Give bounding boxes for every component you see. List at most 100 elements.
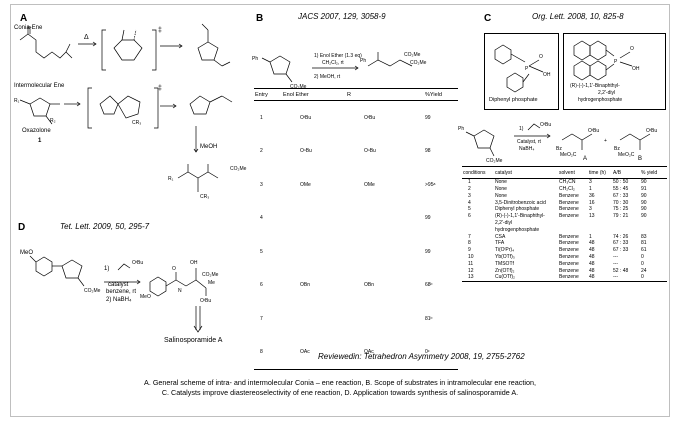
- panel-b-cell-yield: 98: [425, 148, 431, 155]
- svg-text:CO₂Me: CO₂Me: [290, 84, 307, 90]
- panel-c-cell-time: 3: [589, 206, 592, 213]
- panel-c-cell-solv: Benzene: [559, 240, 579, 247]
- oxazolone-ring-d: [61, 259, 83, 279]
- panel-c-cell-time: 48: [589, 254, 595, 261]
- panel-c-cell-ab: 50 : 50: [613, 179, 629, 186]
- svg-text:CO₂Me: CO₂Me: [202, 272, 219, 278]
- panel-c-cell-time: 48: [588, 274, 612, 282]
- meo-label: MeO: [20, 250, 34, 256]
- panel-b-cell-r: OMe: [364, 181, 375, 188]
- panel-c-cell-solv: Benzene: [559, 233, 579, 240]
- svg-text:Ph: Ph: [458, 126, 464, 132]
- panel-d-reference: Tet. Lett. 2009, 50, 295-7: [60, 222, 150, 231]
- svg-text:Me: Me: [208, 280, 215, 286]
- header-r: R: [346, 88, 424, 101]
- panel-b-cell-yield: 99: [425, 248, 431, 255]
- svg-text:CO₂Me: CO₂Me: [84, 288, 101, 294]
- panel-c-cell-yield: 83: [641, 233, 647, 240]
- binaphthyl-label-1: (R)-(-)-1,1'-Binaphthyl-: [570, 83, 620, 89]
- svg-text:N: N: [178, 288, 182, 294]
- header-conditions: conditions: [462, 166, 494, 179]
- panel-b-cell-r: OBn: [364, 282, 375, 289]
- panel-c-cell-yield: 90: [641, 206, 647, 213]
- product-a-label: A: [583, 156, 588, 162]
- panel-d-catalyst: catalyst: [108, 282, 129, 288]
- caption-line-1: A. General scheme of intra- and intermol…: [144, 378, 536, 387]
- panel-c-cell-ab: 74 : 26: [613, 233, 629, 240]
- panel-b-cell-entry: 5: [260, 248, 263, 255]
- svg-text:P: P: [525, 66, 529, 72]
- svg-text:OᵗBu: OᵗBu: [540, 122, 551, 128]
- caption-line-2: C. Catalysts improve diastereoselectivit…: [161, 388, 519, 397]
- svg-text:R₁: R₁: [168, 176, 174, 182]
- panel-c-row: 2,2'-diyl: [462, 220, 667, 227]
- svg-text:MeO₂C: MeO₂C: [560, 152, 577, 158]
- panel-c-cell-cat: Zn(OTf)₂: [495, 267, 515, 274]
- panel-c-cond-3: NaBH₄: [519, 146, 535, 152]
- anisyl-ring-1: [35, 256, 53, 277]
- dagger-2: ‡: [158, 85, 162, 92]
- panel-b-row: 7 81ᵇ: [254, 302, 458, 336]
- panel-c-cell-yield: 90: [641, 192, 647, 199]
- panel-b-cell-yield: 68ᵇ: [425, 282, 433, 289]
- header-entry: Entry: [254, 88, 282, 101]
- svg-text:OᵗBu: OᵗBu: [646, 128, 657, 134]
- svg-text:OH: OH: [632, 66, 640, 72]
- panel-b-cell-entry: 8: [254, 335, 282, 370]
- panel-c-cell-n: 13: [462, 274, 494, 282]
- svg-text:MeO₂C: MeO₂C: [618, 152, 635, 158]
- panel-c-cell-time: 3: [589, 179, 592, 186]
- panel-d-step1: 1): [104, 266, 110, 272]
- panel-c-cell-ab: 67 : 33: [613, 192, 629, 199]
- svg-text:R₁: R₁: [14, 98, 20, 104]
- delta-label: Δ: [84, 34, 89, 41]
- panel-c-cell-n: 9: [468, 247, 471, 254]
- panel-b-row: 5 99: [254, 235, 458, 269]
- svg-text:O: O: [630, 46, 634, 52]
- ene-product-ring: [189, 95, 211, 115]
- header-solvent: solvent: [558, 166, 588, 179]
- panel-b-cell-entry: 1: [260, 114, 263, 121]
- panel-c-cell-time: 16: [589, 199, 595, 206]
- intermolecular-ene-label: Intermolecular Ene: [14, 83, 65, 89]
- panel-b-cell-ether: OBn: [300, 282, 311, 289]
- panel-c-cell-yield: 24: [641, 267, 647, 274]
- panel-b-cell-ether: OMe: [300, 181, 311, 188]
- panel-b-cell-entry: 7: [260, 315, 263, 322]
- panel-c-cell-solv: CH₃CN: [559, 179, 576, 186]
- figure-caption: A. General scheme of intra- and intermol…: [30, 378, 650, 398]
- panel-c-cell-ab: ---: [613, 260, 618, 267]
- header-ab: A/B: [612, 166, 640, 179]
- panel-c-cell-yield: 81: [641, 240, 647, 247]
- panel-c-cell-cat: Ti(OⁱPr)₄: [495, 247, 515, 254]
- panel-c-cell-n: 4: [468, 199, 471, 206]
- svg-text:CO₂Me: CO₂Me: [230, 166, 247, 172]
- panel-c-cond-2: Catalyst, rt: [517, 139, 541, 145]
- svg-text:MeO: MeO: [140, 294, 151, 300]
- panel-b-cell-entry: 2: [260, 148, 263, 155]
- panel-c-cell-ab: 75 : 25: [613, 206, 629, 213]
- panel-c-cell-cat: Cu(OTf)₂: [494, 274, 558, 282]
- panel-c-cell-solv: Benzene: [559, 247, 579, 254]
- panel-c-cell-time: 1: [589, 186, 592, 193]
- svg-text:CO₂Me: CO₂Me: [404, 52, 421, 58]
- svg-text:OᵗBu: OᵗBu: [588, 128, 599, 134]
- panel-a-label: A: [20, 13, 28, 24]
- panel-b-cell-r: OᵗBu: [364, 114, 376, 121]
- panel-b-cell-yield: 81ᵇ: [425, 315, 433, 322]
- panel-c-cell-ab: ---: [612, 274, 640, 282]
- panel-c-cell-cat: CSA: [495, 233, 506, 240]
- panel-c-cell-yield: 90: [641, 199, 647, 206]
